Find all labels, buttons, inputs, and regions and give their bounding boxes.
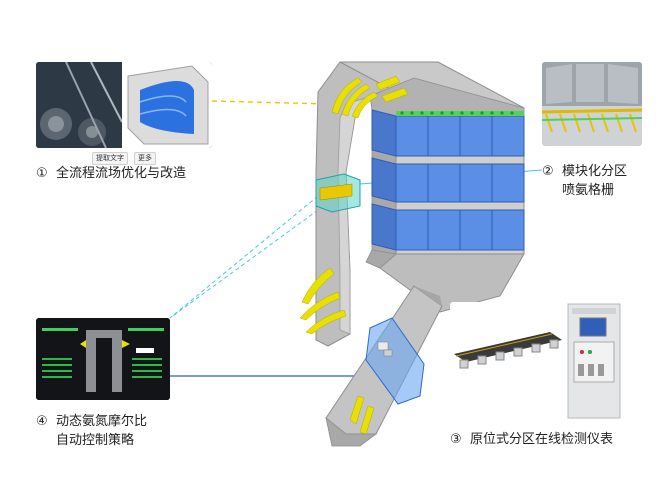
label-4-line2: 自动控制策略 [56, 433, 135, 448]
catalyst-layer-1 [371, 109, 525, 157]
photo-analyzer-instrument [450, 302, 626, 420]
label-control-strategy: ④ 动态氨氮摩尔比 自动控制策略 [36, 412, 147, 450]
leader-line-1 [211, 100, 329, 105]
catalyst-layer-2 [371, 157, 525, 203]
extract-text-chip[interactable]: 提取文字 [92, 152, 128, 165]
label-1-number: ① [36, 166, 48, 181]
catalyst-layer-3 [371, 203, 525, 251]
leader-line-4a [169, 195, 319, 319]
guide-vanes-bottom [299, 267, 347, 335]
label-3-text: 原位式分区在线检测仪表 [470, 432, 614, 447]
label-ammonia-grid: ② 模块化分区 喷氨格栅 [542, 162, 627, 200]
analyzer-highlight [365, 317, 425, 405]
photo-ammonia-grid [542, 62, 642, 146]
more-chip[interactable]: 更多 [134, 152, 156, 165]
leader-line-4b [169, 209, 319, 319]
control-screen-illustration [36, 318, 170, 400]
label-flow-field: ① 全流程流场优化与改造 [36, 164, 186, 183]
label-3-number: ③ [450, 432, 462, 447]
label-2-line2: 喷氨格栅 [562, 183, 615, 198]
label-1-text: 全流程流场优化与改造 [56, 166, 187, 181]
guide-vanes-outlet [349, 395, 375, 435]
label-4-line1: 动态氨氮摩尔比 [56, 414, 148, 429]
label-4-number: ④ [36, 414, 48, 429]
analyzer-illustration [454, 303, 621, 419]
ammonia-grid-illustration [542, 62, 642, 133]
ammonia-grid-nozzles [396, 111, 524, 116]
flow-field-illustration [36, 62, 212, 148]
label-2-line1: 模块化分区 [562, 164, 628, 179]
guide-vanes-top [331, 75, 409, 119]
photo-control-screen [36, 318, 170, 400]
label-analyzer: ③ 原位式分区在线检测仪表 [450, 430, 613, 449]
mixing-module-highlight [315, 173, 361, 213]
label-2-number: ② [542, 164, 554, 179]
photo-flow-field [36, 62, 212, 148]
